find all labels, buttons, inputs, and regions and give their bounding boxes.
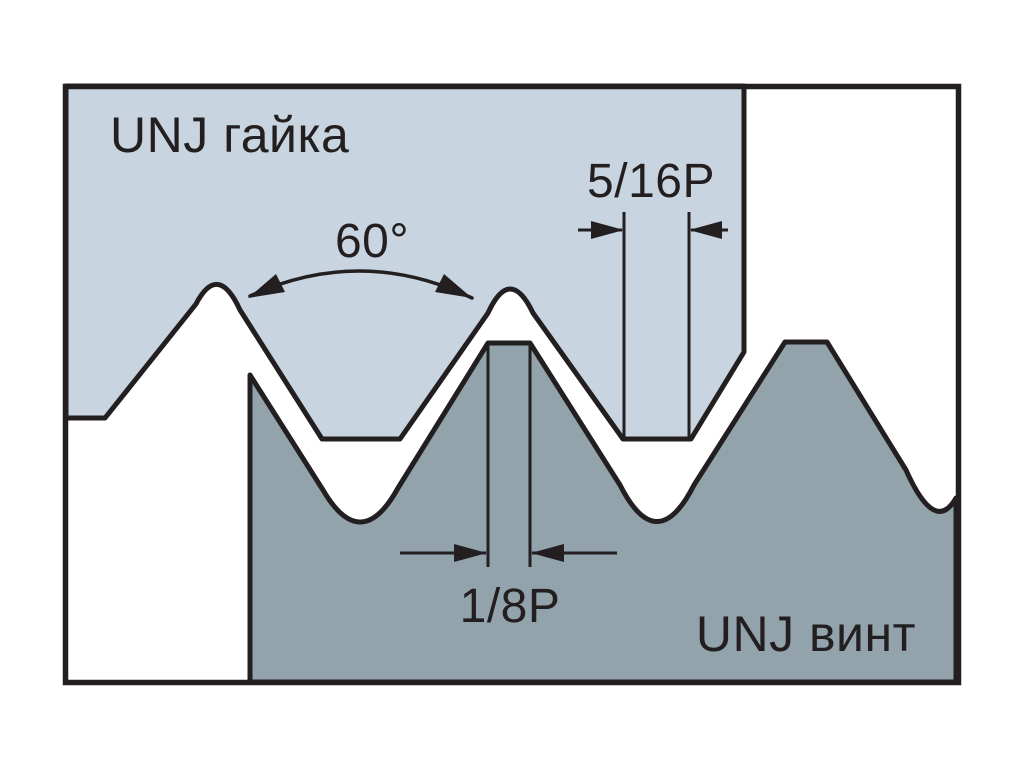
angle-arrowhead-right-icon — [435, 274, 472, 298]
top-dimension — [578, 212, 728, 440]
screw-label: UNJ винт — [696, 606, 916, 662]
nut-label: UNJ гайка — [110, 107, 349, 163]
bottom-dimension — [400, 345, 617, 567]
bottom-dim-arrowhead-left-icon — [454, 544, 487, 562]
angle-label: 60° — [335, 215, 409, 268]
bottom-dim-arrowhead-right-icon — [531, 544, 564, 562]
top-dimension-label: 5/16P — [587, 155, 715, 208]
angle-dimension — [248, 269, 474, 300]
frame-border — [62, 83, 962, 686]
angle-arrowhead-left-icon — [248, 274, 285, 298]
artwork: UNJ гайка 60° 5/16P 1/8P UNJ винт — [62, 83, 962, 686]
top-dim-arrowhead-left-icon — [591, 221, 624, 239]
labels: UNJ гайка 60° 5/16P 1/8P UNJ винт — [110, 107, 916, 662]
bottom-dimension-label: 1/8P — [460, 580, 561, 633]
nut-region — [63, 83, 747, 442]
screw-region — [247, 339, 959, 685]
top-dim-arrowhead-right-icon — [689, 221, 722, 239]
